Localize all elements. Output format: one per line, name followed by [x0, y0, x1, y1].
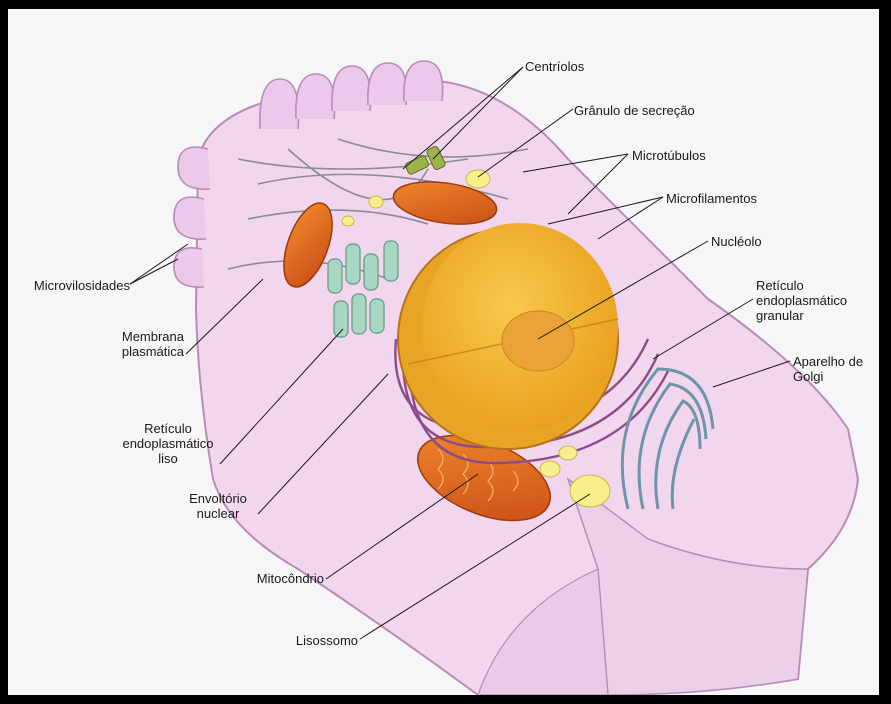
label-granulo-secrecao: Grânulo de secreção [574, 103, 695, 118]
label-reticulo-granular: Retículo endoplasmático granular [756, 278, 866, 323]
label-nucleolo: Nucléolo [711, 234, 762, 249]
diagram-frame: Centríolos Grânulo de secreção Microtúbu… [8, 9, 879, 695]
label-aparelho-golgi: Aparelho de Golgi [793, 354, 869, 384]
label-microfilamentos: Microfilamentos [666, 191, 757, 206]
label-envoltorio-nuclear: Envoltório nuclear [183, 491, 253, 521]
label-reticulo-liso: Retículo endoplasmático liso [118, 421, 218, 466]
label-microvilosidades: Microvilosidades [18, 278, 130, 293]
label-mitocondrio: Mitocôndrio [234, 571, 324, 586]
label-centriolos: Centríolos [525, 59, 584, 74]
label-microtubulos: Microtúbulos [632, 148, 706, 163]
label-lisossomo: Lisossomo [268, 633, 358, 648]
label-membrana-plasmatica: Membrana plasmática [104, 329, 184, 359]
